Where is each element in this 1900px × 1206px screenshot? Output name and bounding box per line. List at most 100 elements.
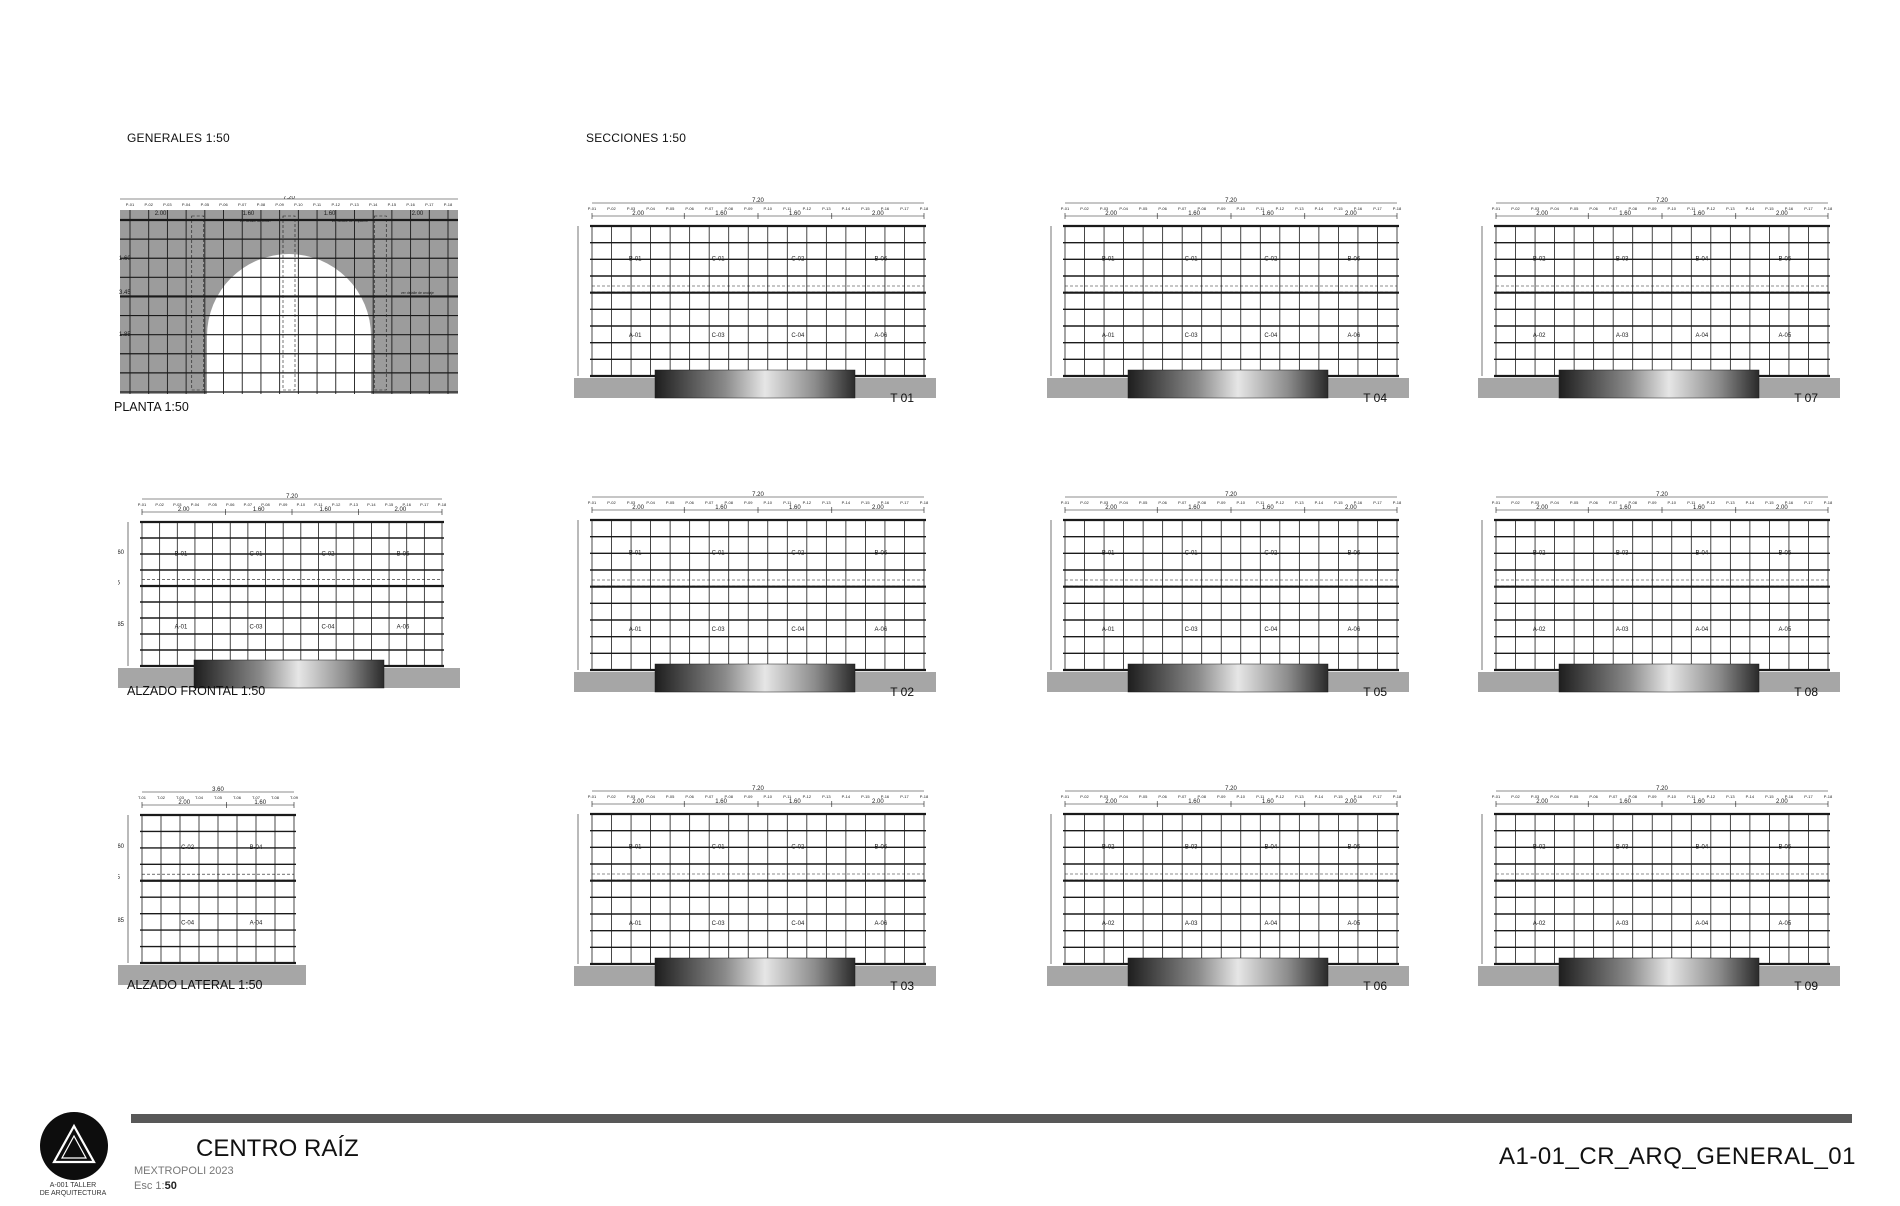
post-label: P-02 <box>607 794 616 799</box>
post-label: P-12 <box>1707 206 1716 211</box>
piece-label-upper: C-01 <box>712 257 726 263</box>
dimension-total: 7.20 <box>1656 198 1668 204</box>
post-label: P-09 <box>1217 500 1226 505</box>
piece-label-lower: A-01 <box>629 627 642 633</box>
piece-label-upper: B-01 <box>175 551 188 557</box>
post-label: P-01 <box>1492 500 1501 505</box>
plan-post-label: P-14 <box>369 202 378 207</box>
post-label: P-15 <box>861 500 870 505</box>
plan-post-label: P-18 <box>444 202 453 207</box>
post-label: P-01 <box>1061 794 1070 799</box>
dimension-total: 7.20 <box>1225 198 1237 204</box>
post-label: P-13 <box>1295 500 1304 505</box>
height-upper: 1.60 <box>1478 550 1479 556</box>
post-label: P-08 <box>1197 206 1206 211</box>
post-label: P-06 <box>685 794 694 799</box>
post-label: P-03 <box>1531 500 1540 505</box>
height-lower: 1.85 <box>1047 331 1048 337</box>
post-label: P-09 <box>744 794 753 799</box>
module-dimension: 1.60 <box>1619 211 1631 217</box>
piece-label-upper: B-02 <box>1533 551 1546 557</box>
piece-label-lower: A-06 <box>874 333 887 339</box>
module-dimension: 2.00 <box>1536 211 1548 217</box>
plan-dashed-frame <box>282 215 296 391</box>
post-label: P-14 <box>1746 500 1755 505</box>
piece-label-lower: A-03 <box>1616 333 1629 339</box>
post-label: P-02 <box>1511 206 1520 211</box>
module-dimension: 2.00 <box>178 800 190 806</box>
title-block-bar <box>131 1114 1852 1123</box>
piece-label-lower: A-04 <box>1695 627 1708 633</box>
section-tag: T 04 <box>1363 391 1387 405</box>
post-label: P-06 <box>685 206 694 211</box>
foundation-drum <box>654 369 856 399</box>
post-label: P-17 <box>1373 206 1382 211</box>
piece-label-lower: A-01 <box>1102 627 1115 633</box>
plan-post-label: P-04 <box>182 202 191 207</box>
post-label: T-05 <box>214 795 223 800</box>
post-label: P-11 <box>314 502 323 507</box>
post-label: P-18 <box>1393 794 1402 799</box>
office-name-line2: DE ARQUITECTURA <box>39 1190 107 1197</box>
piece-label-lower: C-03 <box>1185 627 1199 633</box>
piece-label-upper: B-01 <box>629 845 642 851</box>
height-upper: 1.60 <box>574 844 575 850</box>
piece-label-lower: A-05 <box>1778 921 1791 927</box>
post-label: T-01 <box>138 795 147 800</box>
post-label: P-18 <box>1824 206 1833 211</box>
post-label: P-11 <box>1687 794 1696 799</box>
post-label: T-06 <box>233 795 242 800</box>
post-label: P-11 <box>1687 500 1696 505</box>
module-dimension: 2.00 <box>872 505 884 511</box>
post-label: P-02 <box>1511 500 1520 505</box>
module-dimension: 2.00 <box>1536 505 1548 511</box>
post-label: P-04 <box>1119 206 1128 211</box>
post-label: P-01 <box>588 500 597 505</box>
module-dimension: 1.60 <box>1262 505 1274 511</box>
post-label: P-15 <box>1334 500 1343 505</box>
post-label: P-14 <box>842 206 851 211</box>
piece-label-lower: A-03 <box>1616 627 1629 633</box>
post-label: P-03 <box>627 206 636 211</box>
piece-label-upper: B-05 <box>1778 257 1791 263</box>
post-label: P-13 <box>1726 500 1735 505</box>
post-label: P-16 <box>1785 206 1794 211</box>
post-label: P-09 <box>1648 500 1657 505</box>
piece-label-lower: A-06 <box>1347 627 1360 633</box>
height-upper: 1.60 <box>1047 844 1048 850</box>
post-label: P-14 <box>842 500 851 505</box>
plan-note: ver detalle de anclaje <box>401 291 434 295</box>
post-label: P-14 <box>1315 794 1324 799</box>
piece-label-upper: B-04 <box>250 845 263 851</box>
scale-text: Esc 1:50 <box>134 1180 177 1192</box>
post-label: P-15 <box>861 794 870 799</box>
post-label: P-06 <box>1589 500 1598 505</box>
piece-label-upper: B-03 <box>1185 845 1198 851</box>
post-label: P-15 <box>1334 794 1343 799</box>
post-label: P-04 <box>646 500 655 505</box>
post-label: P-04 <box>1550 794 1559 799</box>
post-label: P-17 <box>1373 500 1382 505</box>
piece-label-lower: C-04 <box>1264 333 1278 339</box>
piece-label-upper: B-03 <box>1616 551 1629 557</box>
post-label: P-05 <box>1570 500 1579 505</box>
front-elevation-caption: ALZADO FRONTAL 1:50 <box>127 684 266 698</box>
height-upper: 1.60 <box>574 550 575 556</box>
post-label: P-07 <box>705 206 714 211</box>
sheet-code: A1-01_CR_ARQ_GENERAL_01 <box>1498 1143 1856 1170</box>
height-lower: 1.85 <box>1047 625 1048 631</box>
dimension-total: 7.20 <box>286 494 298 500</box>
height-total: 3.45 <box>118 580 121 586</box>
piece-label-lower: A-04 <box>250 920 263 926</box>
foundation-drum <box>1558 369 1760 399</box>
post-label: P-15 <box>861 206 870 211</box>
post-label: P-17 <box>900 206 909 211</box>
module-dimension: 1.60 <box>1693 211 1705 217</box>
post-label: P-13 <box>1295 794 1304 799</box>
piece-label-lower: A-02 <box>1102 921 1115 927</box>
